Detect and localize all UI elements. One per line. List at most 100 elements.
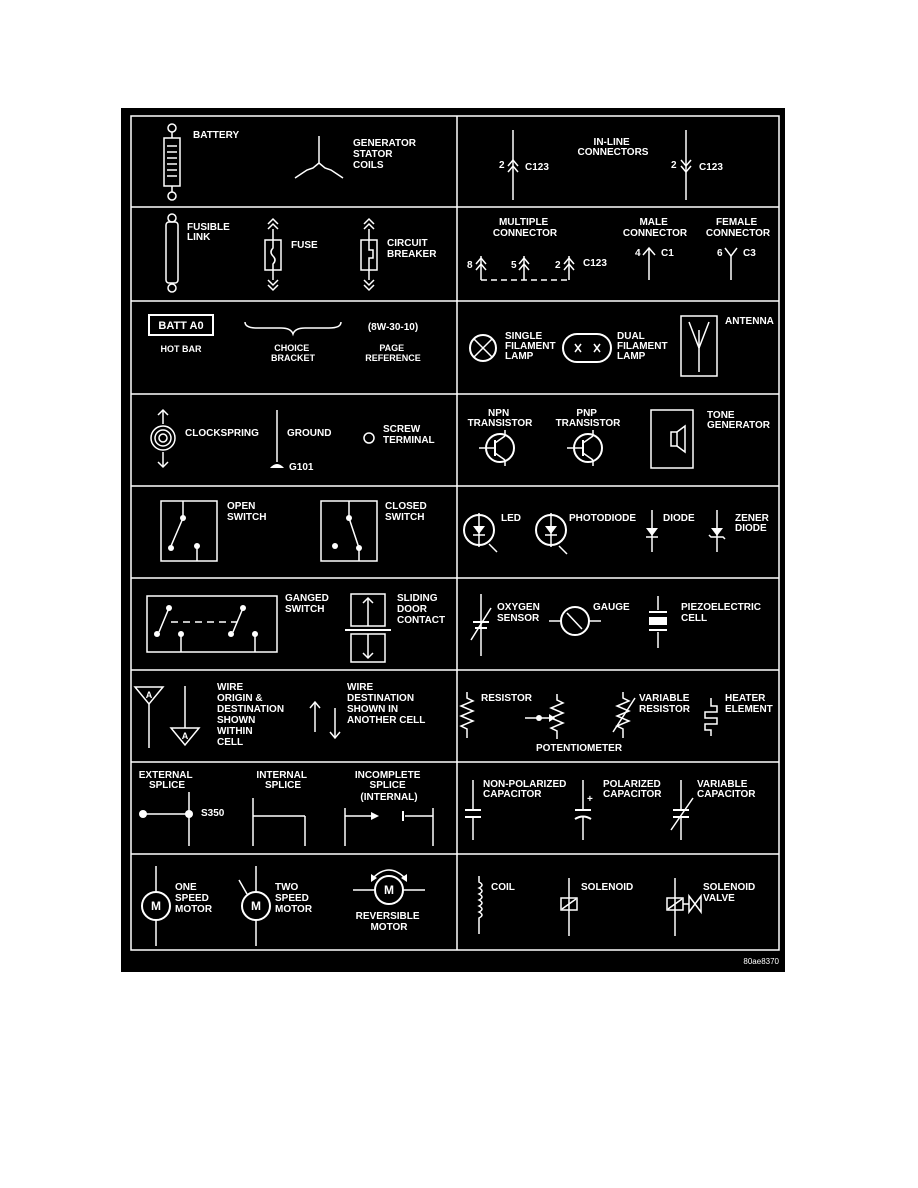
symbol-chart: BATTERY GENERATOR STATOR COILS IN-LINE C… xyxy=(121,108,785,972)
male-id: C1 xyxy=(661,248,674,259)
single-lamp-label: SINGLE FILAMENT LAMP xyxy=(505,331,558,362)
rev-motor-marker: M xyxy=(384,883,394,897)
choice-bracket-symbol xyxy=(244,321,342,337)
multiple-pin-2: 2 xyxy=(555,260,561,271)
diode-label: DIODE xyxy=(663,513,695,524)
npn-transistor-symbol xyxy=(479,430,515,466)
pol-cap-label: POLARIZED CAPACITOR xyxy=(603,779,664,800)
symbol-grid: BATTERY GENERATOR STATOR COILS IN-LINE C… xyxy=(130,115,780,966)
solenoid-valve-symbol xyxy=(666,878,702,936)
dual-lamp-label: DUAL FILAMENT LAMP xyxy=(617,331,670,362)
pnp-label: PNP TRANSISTOR xyxy=(556,408,622,429)
inc-splice-label: INCOMPLETE SPLICE (INTERNAL) xyxy=(355,770,423,803)
piezoelectric-cell-symbol xyxy=(649,596,667,648)
clockspring-label: CLOCKSPRING xyxy=(185,428,259,439)
pnp-transistor-symbol xyxy=(567,430,603,466)
led-symbol xyxy=(463,513,498,553)
wire-destination-symbol xyxy=(309,700,341,740)
photodiode-label: PHOTODIODE xyxy=(569,513,636,524)
one-speed-motor-symbol xyxy=(141,866,171,946)
external-splice-symbol xyxy=(139,792,193,846)
variable-capacitor-symbol xyxy=(670,780,694,840)
var-cap-label: VARIABLE CAPACITOR xyxy=(697,779,756,800)
potentiometer-symbol xyxy=(525,694,565,739)
oxygen-label: OXYGEN SENSOR xyxy=(497,602,543,624)
multiple-connector-symbol xyxy=(475,256,575,281)
fusible-label: FUSIBLE LINK xyxy=(187,222,233,243)
multiple-pin-0: 8 xyxy=(467,260,473,271)
page-ref-label: PAGE REFERENCE xyxy=(365,343,421,363)
wire-origin-marker-b: A xyxy=(182,731,189,741)
hot-bar-box-text: BATT A0 xyxy=(158,320,203,332)
multiple-pin-1: 5 xyxy=(511,260,517,271)
generator-symbol xyxy=(294,136,344,179)
var-resistor-label: VARIABLE RESISTOR xyxy=(639,693,692,715)
antenna-label: ANTENNA xyxy=(725,316,774,327)
grid-lines xyxy=(130,115,780,951)
internal-splice-symbol xyxy=(252,798,306,846)
variable-resistor-symbol xyxy=(612,692,636,738)
fuse-label: FUSE xyxy=(291,240,318,251)
polarized-capacitor-symbol xyxy=(574,780,592,840)
two-speed-motor-symbol xyxy=(238,866,271,946)
inline-connector-a xyxy=(507,130,519,200)
solenoid-symbol xyxy=(560,878,578,936)
single-filament-lamp-symbol xyxy=(469,334,497,362)
antenna-symbol xyxy=(680,315,718,377)
heater-label: HEATER ELEMENT xyxy=(725,693,773,715)
led-label: LED xyxy=(501,513,521,524)
sliding-door-contact-symbol xyxy=(345,593,391,663)
diode-symbol xyxy=(646,510,658,552)
potentiometer-label: POTENTIOMETER xyxy=(536,743,623,754)
ground-label: GROUND xyxy=(287,428,331,439)
one-motor-marker: M xyxy=(151,899,161,913)
ganged-label: GANGED SWITCH xyxy=(285,593,332,615)
inline-connector-b xyxy=(680,130,692,200)
sol-valve-label: SOLENOID VALVE xyxy=(703,882,758,904)
open-switch-label: OPEN SWITCH xyxy=(227,501,266,523)
gauge-symbol xyxy=(549,606,601,636)
incomplete-splice-symbol xyxy=(344,808,434,846)
battery-symbol xyxy=(163,123,181,201)
screw-label: SCREW TERMINAL xyxy=(383,424,435,446)
male-title: MALE CONNECTOR xyxy=(623,217,688,239)
inline-pin-a: 2 xyxy=(499,160,505,171)
oxygen-sensor-symbol xyxy=(470,594,492,656)
two-motor-label: TWO SPEED MOTOR xyxy=(275,882,313,915)
bracket-label: CHOICE BRACKET xyxy=(271,343,316,363)
zener-label: ZENER DIODE xyxy=(735,513,772,534)
circuit-breaker-symbol xyxy=(360,217,378,292)
gauge-label: GAUGE xyxy=(593,602,630,613)
dual-filament-lamp-symbol xyxy=(562,333,612,363)
tone-label: TONE GENERATOR xyxy=(707,410,771,431)
multiple-id: C123 xyxy=(583,258,607,269)
wire-origin-symbol xyxy=(133,686,201,748)
figure-code: 80ae8370 xyxy=(743,957,779,966)
piezo-label: PIEZOELECTRIC CELL xyxy=(681,602,764,624)
solenoid-label: SOLENOID xyxy=(581,882,633,893)
wire-origin-label: WIRE ORIGIN & DESTINATION SHOWN WITHIN C… xyxy=(217,682,287,748)
coil-label: COIL xyxy=(491,882,515,893)
coil-symbol xyxy=(477,876,483,934)
ground-id: G101 xyxy=(289,462,314,473)
ext-splice-label: EXTERNAL SPLICE xyxy=(139,770,196,791)
closed-switch-symbol xyxy=(320,500,378,562)
two-motor-marker: M xyxy=(251,899,261,913)
rev-motor-label: REVERSIBLE MOTOR xyxy=(356,911,423,933)
sliding-label: SLIDING DOOR CONTACT xyxy=(397,593,445,626)
male-connector-symbol xyxy=(642,246,656,280)
female-id: C3 xyxy=(743,248,756,259)
reversible-motor-symbol xyxy=(353,869,425,905)
male-pin: 4 xyxy=(635,248,641,259)
non-polarized-capacitor-symbol xyxy=(465,780,481,840)
inline-title: IN-LINE CONNECTORS xyxy=(578,137,649,158)
npn-label: NPN TRANSISTOR xyxy=(468,408,534,429)
female-pin: 6 xyxy=(717,248,723,259)
generator-label: GENERATOR STATOR COILS xyxy=(353,138,419,171)
open-switch-symbol xyxy=(160,500,218,562)
wire-dest-label: WIRE DESTINATION SHOWN IN ANOTHER CELL xyxy=(347,682,425,726)
female-connector-symbol xyxy=(724,247,738,280)
hot-bar-label: HOT BAR xyxy=(161,344,202,354)
np-cap-label: NON-POLARIZED CAPACITOR xyxy=(483,779,569,800)
ext-splice-id: S350 xyxy=(201,808,225,819)
